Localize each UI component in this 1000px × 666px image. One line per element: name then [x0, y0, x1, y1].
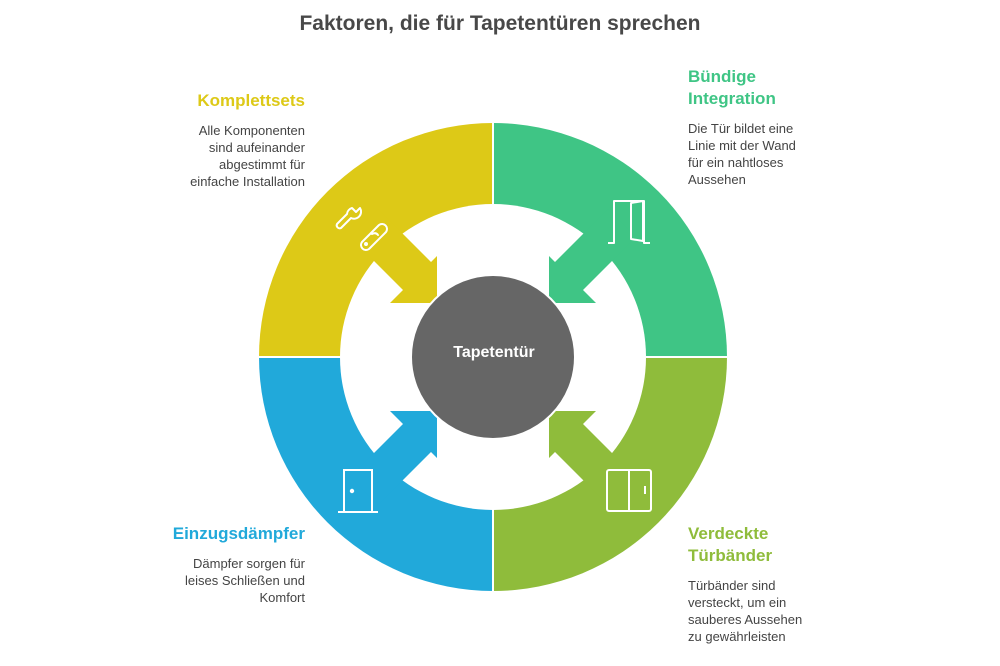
- wrench-tools-icon: [335, 207, 388, 251]
- factor-description: Türbänder sind versteckt, um ein saubere…: [688, 578, 803, 644]
- factor-heading: Einzugsdämpfer: [172, 524, 305, 543]
- factor-verdeckte-tuerbaender: Verdeckte Türbänder Türbänder sind verst…: [688, 523, 828, 645]
- factor-description: Dämpfer sorgen für leises Schließen und …: [185, 556, 305, 605]
- center-circle: [410, 274, 576, 440]
- factor-heading: Verdeckte Türbänder: [688, 524, 773, 565]
- factor-description: Die Tür bildet eine Linie mit der Wand f…: [688, 121, 796, 187]
- factor-heading: Bündige Integration: [688, 67, 776, 108]
- factor-heading: Komplettsets: [197, 91, 305, 110]
- factor-einzugsdaempfer: Einzugsdämpfer Dämpfer sorgen für leises…: [105, 523, 305, 606]
- open-door-icon: [608, 200, 650, 244]
- door-icon: [338, 469, 378, 513]
- center-label: Tapetentür: [453, 344, 535, 361]
- diagram-title: Faktoren, die für Tapetentüren sprechen: [299, 12, 701, 35]
- factor-buendige-integration: Bündige Integration Die Tür bildet eine …: [688, 66, 828, 188]
- arrow-verdeckte-tuerbaender: [549, 411, 636, 505]
- factor-komplettsets: Komplettsets Alle Komponenten sind aufei…: [105, 90, 305, 190]
- factor-description: Alle Komponenten sind aufeinander abgest…: [190, 123, 305, 189]
- double-door-icon: [606, 469, 652, 512]
